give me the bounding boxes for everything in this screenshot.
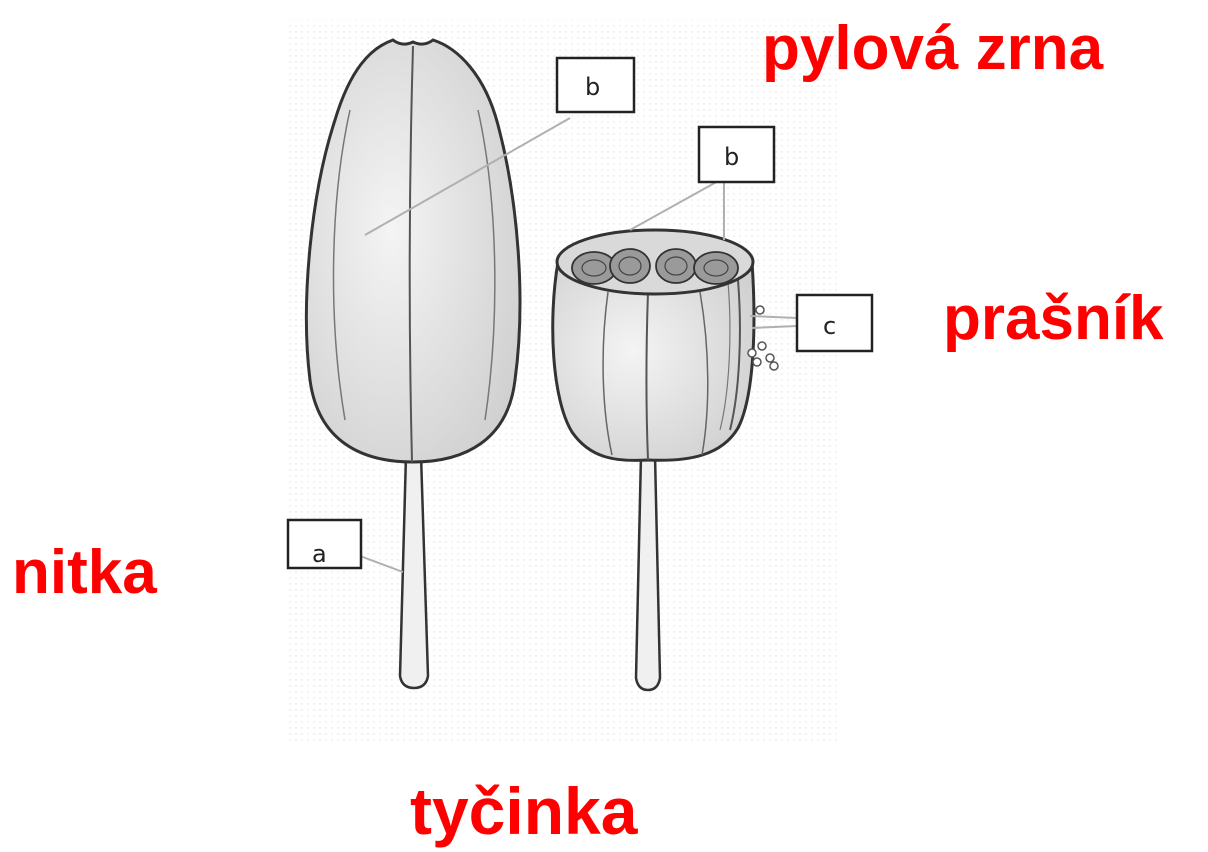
marker-b-section-text: b (724, 143, 739, 171)
marker-box-b-section: b (699, 127, 774, 182)
label-anther: prašník (943, 288, 1164, 350)
label-pollen-grains: pylová zrna (762, 18, 1103, 80)
marker-box-c: c (797, 295, 872, 351)
marker-box-b-whole: b (557, 58, 634, 112)
marker-b-whole-text: b (585, 73, 600, 101)
label-stamen: tyčinka (410, 778, 637, 844)
section-filament (636, 455, 660, 690)
marker-c-text: c (823, 312, 836, 340)
marker-a-text: a (312, 540, 327, 568)
label-filament: nitka (12, 542, 157, 604)
marker-box-a: a (288, 520, 361, 568)
